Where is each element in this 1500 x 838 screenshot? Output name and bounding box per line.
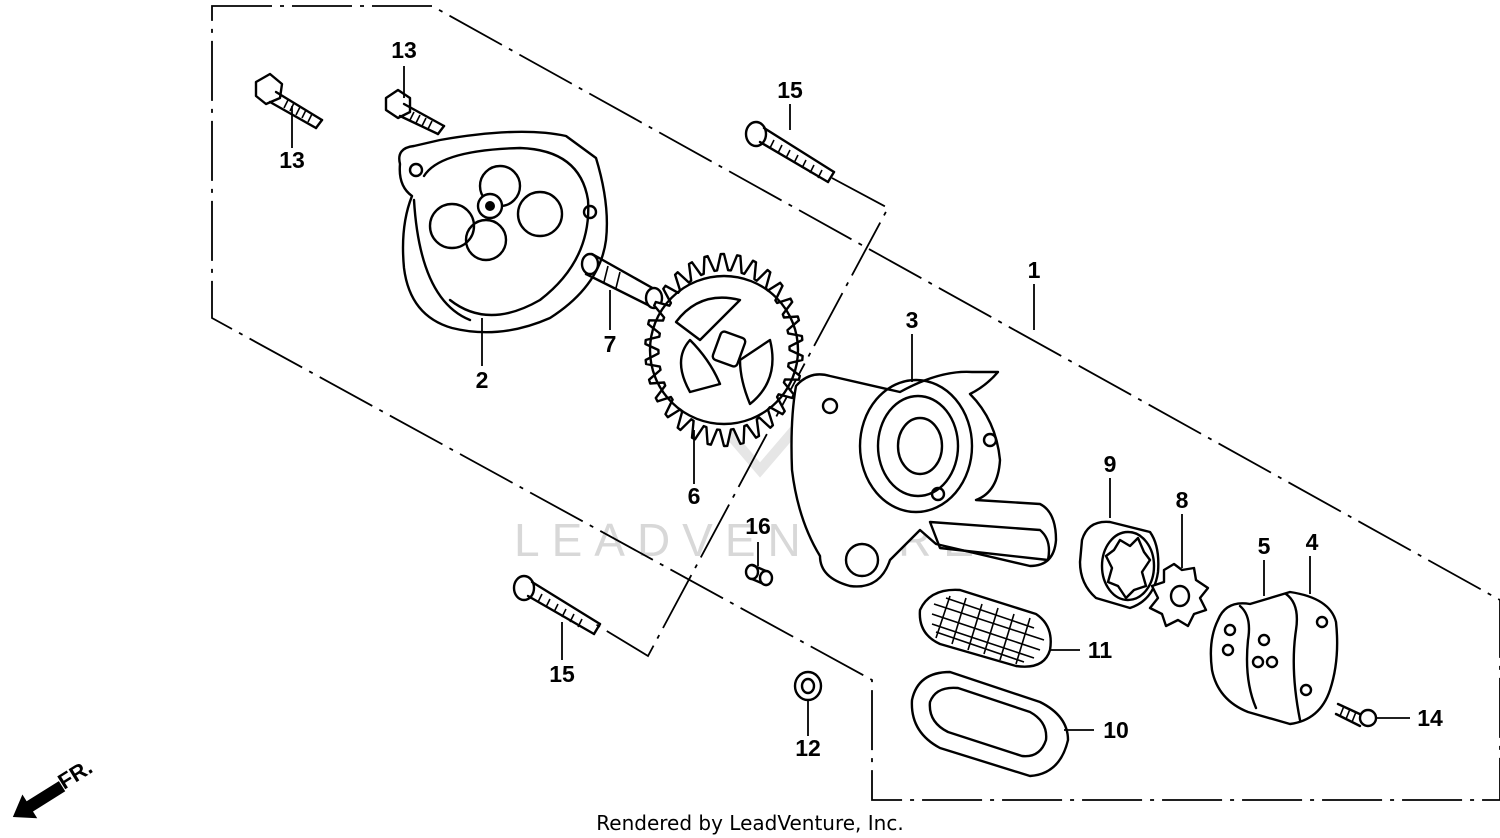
leader-lines xyxy=(291,66,1410,736)
footer-credit: Rendered by LeadVenture, Inc. xyxy=(596,811,903,835)
label-part-6: 6 xyxy=(688,483,701,509)
bolt-13-left xyxy=(254,72,324,130)
screw-14 xyxy=(1334,702,1378,728)
strainer-screen-11 xyxy=(918,588,1052,668)
label-part-9: 9 xyxy=(1104,451,1117,477)
sprocket-6 xyxy=(644,252,804,448)
pump-cover-2 xyxy=(398,130,609,334)
label-part-2: 2 xyxy=(476,367,489,393)
label-part-8: 8 xyxy=(1176,487,1189,513)
inner-rotor-8 xyxy=(1148,562,1210,628)
label-part-15-upper: 15 xyxy=(777,77,803,103)
front-direction-arrow-icon xyxy=(12,781,66,819)
shaft-7 xyxy=(580,252,664,310)
label-part-14: 14 xyxy=(1417,705,1443,731)
o-ring-12 xyxy=(793,670,823,702)
label-part-16: 16 xyxy=(745,513,771,539)
strainer-seal-10 xyxy=(910,670,1070,778)
label-part-5: 5 xyxy=(1258,533,1271,559)
label-part-10: 10 xyxy=(1103,717,1129,743)
end-plate-4-5 xyxy=(1209,590,1339,726)
dowel-pin-16 xyxy=(744,563,774,587)
label-part-11: 11 xyxy=(1088,637,1113,663)
outer-rotor-9 xyxy=(1078,520,1160,610)
bolt-15-lower xyxy=(512,574,602,636)
label-part-12: 12 xyxy=(795,735,821,761)
bolt-13-upper xyxy=(384,88,446,136)
label-part-15-lower: 15 xyxy=(549,661,575,687)
label-part-4: 4 xyxy=(1306,529,1319,555)
bolt-15-upper xyxy=(744,120,836,184)
label-part-13-left: 13 xyxy=(279,147,305,173)
label-part-3: 3 xyxy=(906,307,919,333)
label-part-7: 7 xyxy=(604,331,617,357)
assembly-outline xyxy=(211,5,1500,801)
pump-body-3 xyxy=(790,370,1058,588)
label-part-1: 1 xyxy=(1028,257,1041,283)
label-part-13-upper: 13 xyxy=(391,37,417,63)
